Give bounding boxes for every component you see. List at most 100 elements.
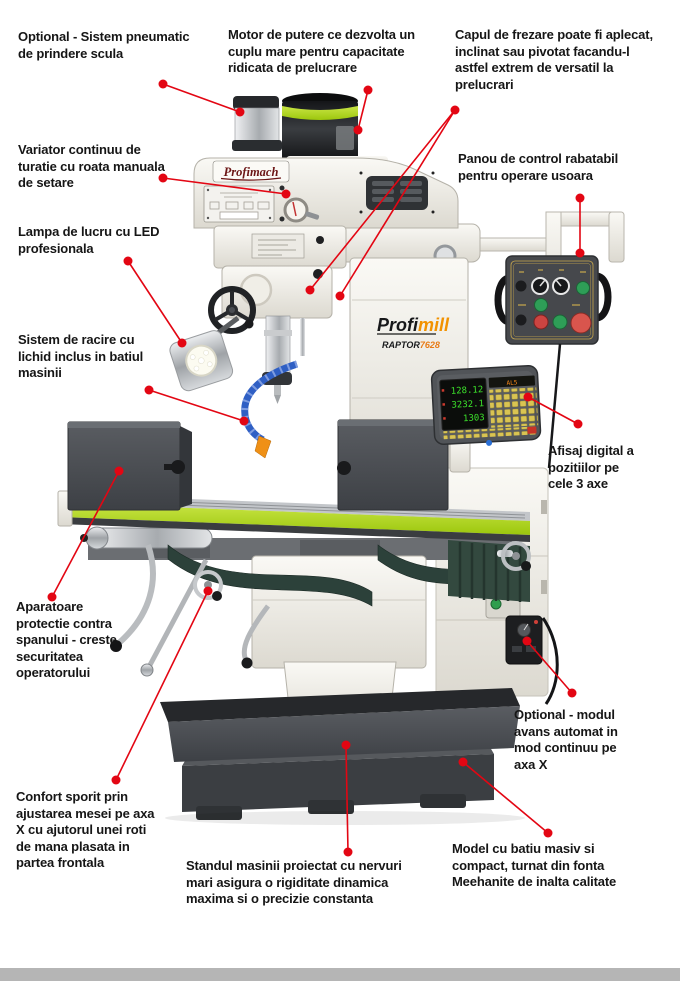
annotation-text-line: Lampa de lucru cu LED xyxy=(18,224,160,239)
guard-knob-left xyxy=(171,460,185,474)
table-green-stripe xyxy=(60,503,530,535)
rotary-switch-2 xyxy=(552,277,570,295)
panel-green-button-2 xyxy=(534,298,548,312)
annotation-text-line: de mana plasata in xyxy=(16,838,130,854)
leader-pneumatic xyxy=(162,83,241,113)
leader-power-feed xyxy=(526,640,573,694)
depth-stop-rod xyxy=(300,318,305,356)
leader-stand xyxy=(345,744,349,853)
spec-plate xyxy=(203,185,275,223)
dro-axis-x-value: 128.12 xyxy=(451,385,484,397)
model-number: 7628 xyxy=(420,340,440,350)
annotation-text-line: compact, turnat din fonta xyxy=(452,857,605,873)
guard-knob-right xyxy=(337,461,351,475)
brand-side-prefix: Profi xyxy=(377,315,419,335)
dro-axis-y-value: 3232.1 xyxy=(451,399,484,411)
panel-handle-right xyxy=(592,272,612,322)
model-prefix: RAPTOR xyxy=(382,340,420,350)
cutter-tip xyxy=(274,395,281,404)
annotation-power-feed: Optional - modul avans automat in mod co… xyxy=(514,707,618,773)
vent-grille xyxy=(359,171,435,214)
annotation-text-line: X cu ajutorul unei roti xyxy=(16,822,147,837)
annotation-pneumatic: Optional - Sistem pneumatic de prindere … xyxy=(18,29,190,62)
leader-base xyxy=(462,761,549,834)
annotation-text-line: astfel extrem de versatil la xyxy=(455,60,614,75)
annotation-text-line: operatorului xyxy=(16,665,91,680)
annotation-text-line: maxima si o precizie constanta xyxy=(186,891,373,906)
annotation-lamp: Lampa de lucru cu LED profesionala xyxy=(18,224,159,257)
annotation-text-line: ajustarea mesei pe axa xyxy=(16,805,155,821)
svg-text:Profimill: Profimill xyxy=(377,315,450,335)
chip-guard-left xyxy=(67,421,192,511)
dro-logo-dot xyxy=(486,439,493,446)
annotation-text-line: Afisaj digital a xyxy=(548,443,634,458)
annotation-motor: Motor de putere ce dezvolta un cuplu mar… xyxy=(228,27,415,77)
chip-basin xyxy=(160,688,520,762)
leader-chip-guard xyxy=(51,470,120,598)
panel-red-button xyxy=(533,314,549,330)
dro-aux-display: AL5 xyxy=(506,379,518,387)
milling-machine: Profimill RAPTOR7628 xyxy=(57,93,625,825)
leader-dro xyxy=(527,396,579,425)
coolant-nozzle xyxy=(254,435,272,459)
floor-shadow xyxy=(165,811,525,825)
side-branding: Profimill RAPTOR7628 xyxy=(377,315,450,350)
dro-keypad xyxy=(489,387,539,428)
dro-unit: 128.12 3232.1 1303 AL5 xyxy=(430,364,542,446)
annotation-text-line: Standul masinii proiectat cu nervuri xyxy=(186,858,402,873)
leader-coolant xyxy=(148,389,245,422)
annotation-head-tilt: Capul de frezare poate fi aplecat, incli… xyxy=(455,27,653,93)
fine-feed-handwheel xyxy=(208,286,256,334)
annotation-text-line: Meehanite de inalta calitate xyxy=(452,874,617,889)
annotation-text-line: profesionala xyxy=(18,240,94,256)
panel-knob-2 xyxy=(515,314,527,326)
annotation-text-line: inclinat sau pivotat facandu-l xyxy=(455,43,630,59)
head-brand-plate: Profimach xyxy=(212,160,290,183)
annotation-text-line: spanului - creste xyxy=(16,632,117,647)
annotation-text-line: lichid inclus in batiul xyxy=(18,348,144,364)
annotation-text-line: turatie cu roata manuala xyxy=(18,158,165,174)
annotation-text-line: de prindere scula xyxy=(18,45,124,61)
annotation-text-line: prelucrari xyxy=(455,76,514,92)
panel-green-button-1 xyxy=(576,281,590,295)
dro-axis-z-value: 1303 xyxy=(463,413,485,424)
annotation-text-line: avans automat in xyxy=(514,723,618,739)
knee xyxy=(241,555,427,669)
annotation-text-line: pozitiilor pe xyxy=(548,459,619,475)
annotation-text-line: cuplu mare pentru capacitate xyxy=(228,43,405,59)
pendant-cable xyxy=(547,343,562,469)
table-cranks xyxy=(110,541,531,677)
coolant-hose xyxy=(241,360,299,459)
annotation-stand: Standul masinii proiectat cu nervuri mar… xyxy=(186,858,402,908)
brand-head: Profimach xyxy=(224,165,279,179)
footer-bar xyxy=(0,968,680,981)
leader-dots xyxy=(47,79,585,857)
annotation-text-line: pentru operare usoara xyxy=(458,167,593,183)
annotation-text-line: protectie contra xyxy=(16,615,112,631)
annotation-coolant: Sistem de racire cu lichid inclus in bat… xyxy=(18,332,143,382)
annotation-text-line: Panou de control rabatabil xyxy=(458,151,619,166)
leader-head-tilt-a xyxy=(309,109,456,291)
annotation-text-line: axa X xyxy=(514,756,548,772)
annotation-dro: Afisaj digital a pozitiilor pe cele 3 ax… xyxy=(548,443,634,493)
annotation-base: Model cu batiu masiv si compact, turnat … xyxy=(452,841,616,891)
annotation-text-line: Optional - modul xyxy=(514,707,615,722)
annotation-text-line: de setare xyxy=(18,175,74,190)
annotation-text-line: Optional - Sistem pneumatic xyxy=(18,29,190,44)
leader-variator xyxy=(162,177,287,195)
annotation-text-line: ridicata de prelucrare xyxy=(228,60,357,75)
dro-red-key xyxy=(527,426,537,434)
emergency-stop-button xyxy=(570,312,592,334)
annotation-text-line: Aparatoare xyxy=(16,599,84,614)
annotation-control-panel: Panou de control rabatabil pentru operar… xyxy=(458,151,618,184)
quill-spindle xyxy=(262,315,292,404)
motor-green-band xyxy=(282,106,358,120)
svg-text:RAPTOR7628: RAPTOR7628 xyxy=(382,340,440,350)
annotation-text-line: partea frontala xyxy=(16,855,105,870)
annotation-text-line: Motor de putere ce dezvolta un xyxy=(228,27,415,42)
annotation-text-line: masinii xyxy=(18,365,62,380)
annotation-text-line: Sistem de racire cu xyxy=(18,332,135,347)
rotary-switch-1 xyxy=(531,277,549,295)
